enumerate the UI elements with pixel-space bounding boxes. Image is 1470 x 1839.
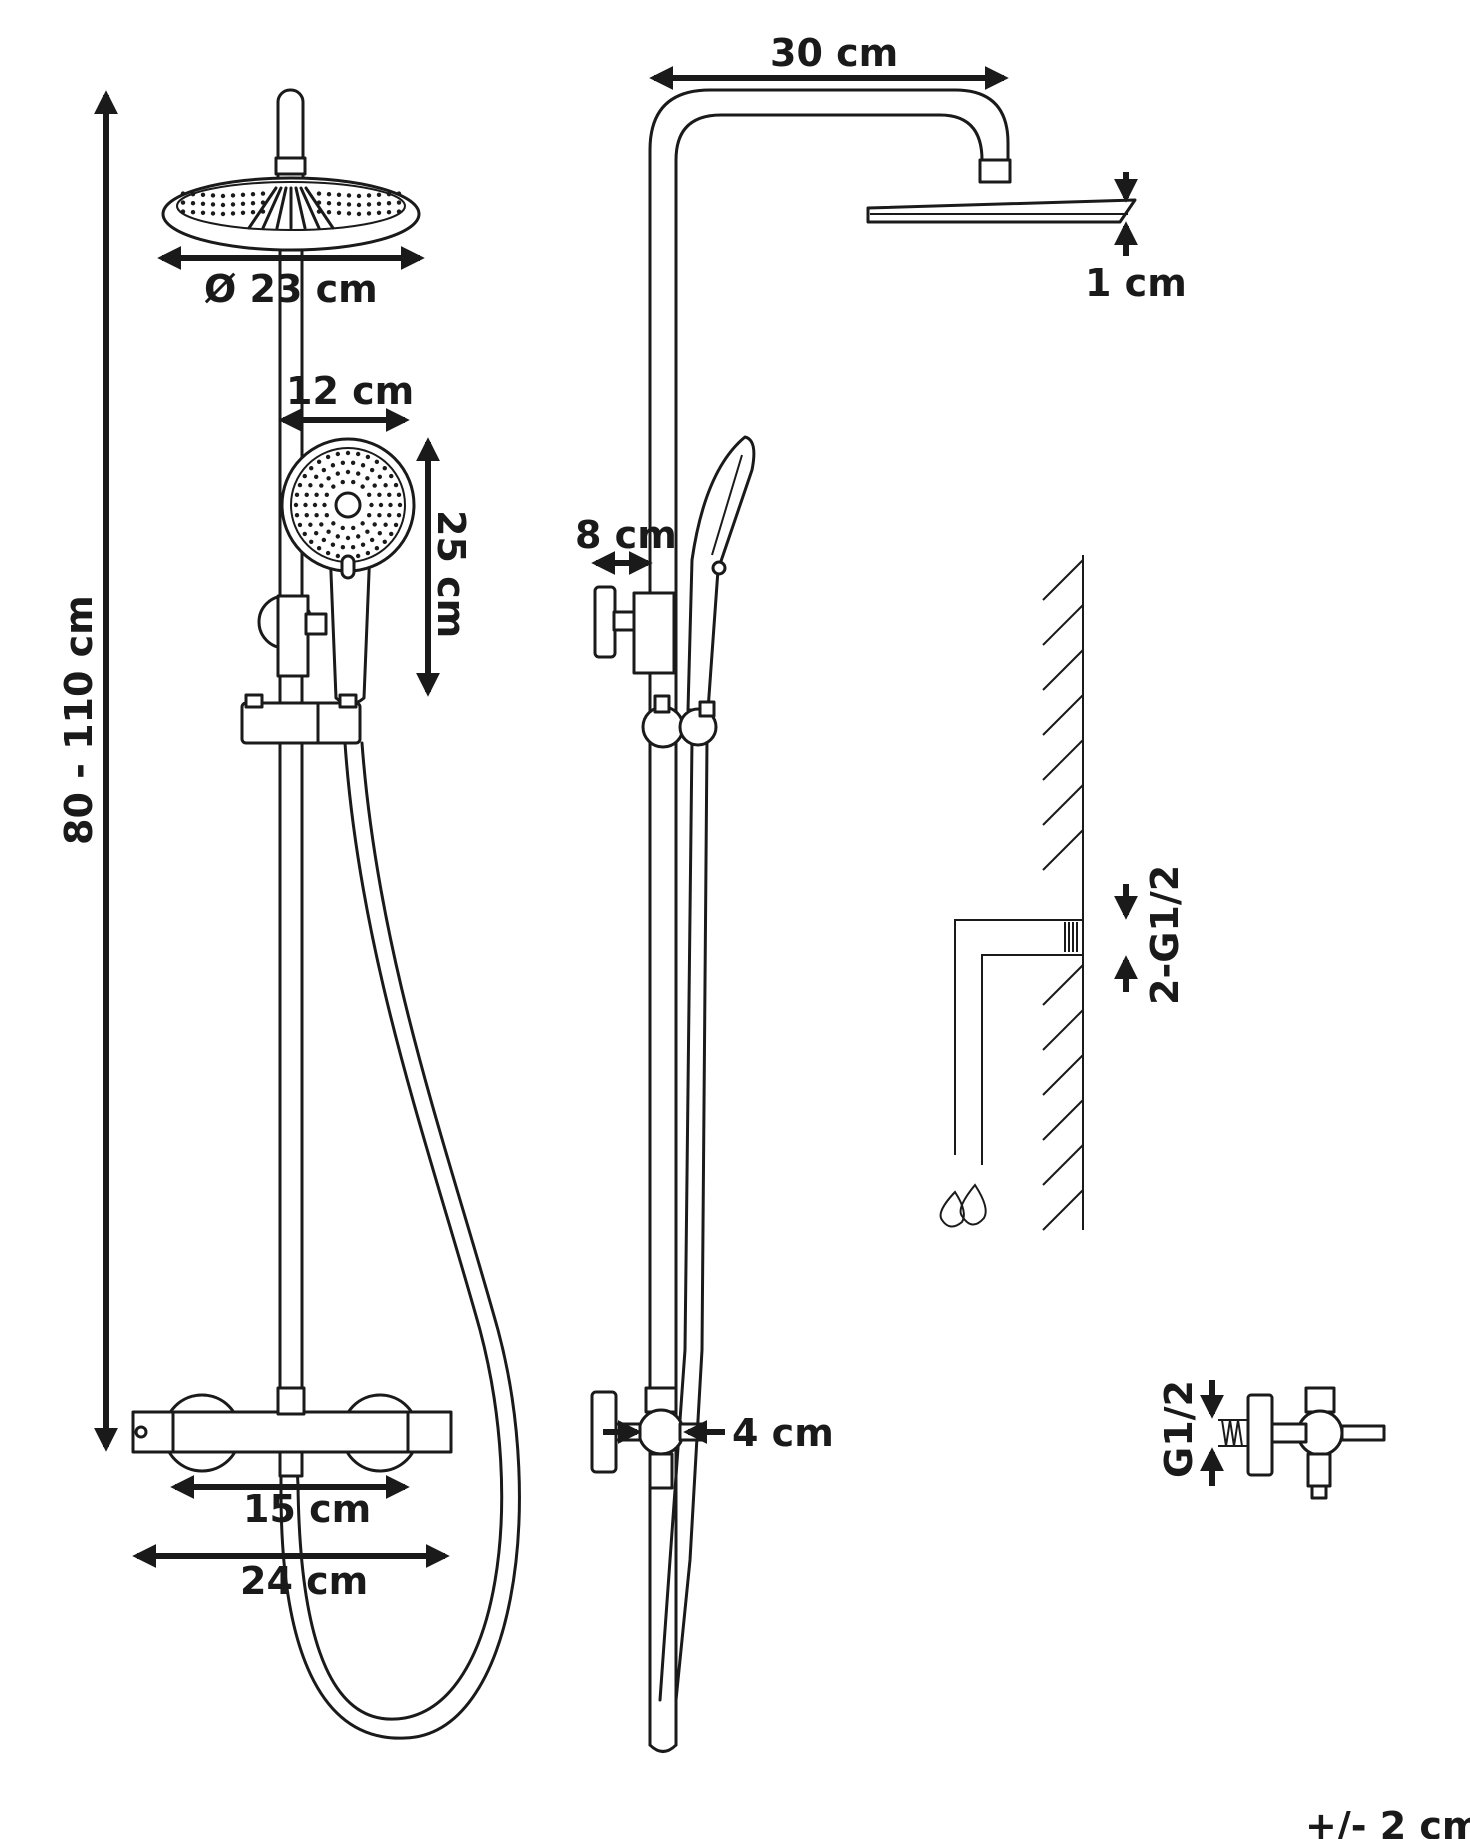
- inlet-pipe: [954, 919, 1083, 1155]
- label-arm-reach: 30 cm: [770, 31, 898, 75]
- side-mixer: [590, 1386, 706, 1490]
- side-rain-head: [866, 198, 1137, 224]
- label-mixer-depth: 4 cm: [732, 1411, 834, 1455]
- label-inlet-spacing: 15 cm: [243, 1487, 371, 1531]
- hand-shower: [280, 437, 416, 706]
- label-rain-diameter: Ø 23 cm: [204, 267, 378, 311]
- label-hand-width: 12 cm: [286, 369, 414, 413]
- label-bracket-depth: 8 cm: [575, 513, 677, 557]
- side-view: [590, 88, 1137, 1753]
- dimension-labels: Ø 23 cm 12 cm 25 cm 80 - 110 cm 30 cm 1 …: [57, 31, 1470, 1839]
- label-mixer-width: 24 cm: [240, 1559, 368, 1603]
- inlet-thread-detail: [1218, 1386, 1386, 1500]
- dimension-arrows: [94, 66, 1224, 1568]
- rain-shower-head: [161, 176, 421, 252]
- thread-marks: [1064, 922, 1078, 952]
- wall-connection-detail: [939, 555, 1084, 1231]
- front-mixer: [131, 1386, 453, 1478]
- label-head-thickness: 1 cm: [1085, 261, 1187, 305]
- side-bracket: [593, 585, 617, 659]
- slider-holder: [240, 701, 362, 745]
- front-view: [131, 88, 521, 1740]
- label-wall-connection: 2-G1/2: [1143, 865, 1187, 1005]
- label-hand-length: 25 cm: [429, 510, 473, 638]
- water-drops-icon: [939, 1183, 987, 1228]
- label-inlet-thread: G1/2: [1157, 1380, 1201, 1478]
- shower-hose: [294, 741, 504, 1721]
- label-total-height: 80 - 110 cm: [57, 595, 101, 845]
- label-tolerance: +/- 2 cm: [1305, 1804, 1470, 1839]
- side-column-arm: [648, 88, 1010, 1747]
- side-hand-shower: [686, 435, 756, 712]
